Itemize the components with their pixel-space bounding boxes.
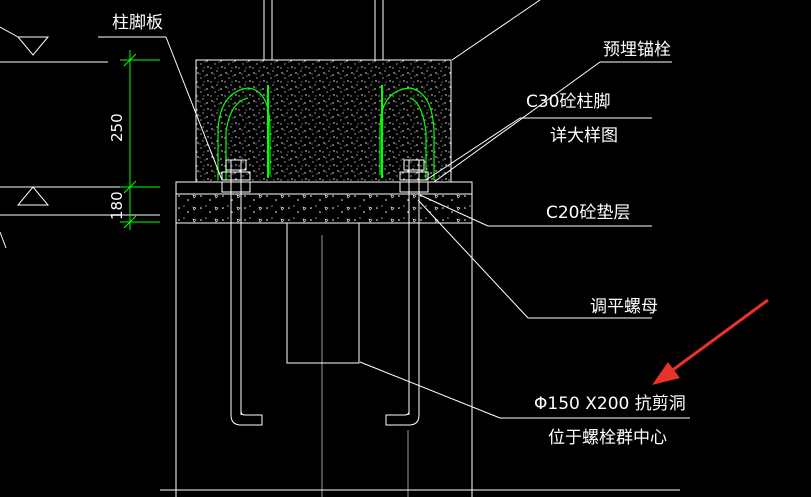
anchor-bolt-left xyxy=(221,159,263,426)
lower-footing-outline xyxy=(160,222,680,497)
rebar-bars xyxy=(267,85,383,178)
column-lines xyxy=(263,0,384,60)
label-c30-base-line2: 详大样图 xyxy=(550,126,618,146)
shear-hole xyxy=(286,222,360,364)
c20-pad-layer xyxy=(175,193,473,224)
leader-lines xyxy=(98,0,690,419)
label-leveling-nut: 调平螺母 xyxy=(590,297,658,317)
label-anchor-bolt: 预埋锚栓 xyxy=(603,40,671,60)
label-c30-base-line1: C30砼柱脚 xyxy=(526,92,611,112)
dimension-180: 180 xyxy=(108,191,126,220)
anchor-bolt-right xyxy=(385,159,429,426)
label-shear-hole-line2: 位于螺栓群中心 xyxy=(548,428,667,448)
hidden-lines xyxy=(321,235,409,497)
red-pointer-arrow xyxy=(652,298,769,385)
label-shear-hole-line1: Φ150 X200 抗剪洞 xyxy=(534,394,686,414)
label-c20-pad: C20砼垫层 xyxy=(546,203,631,223)
c30-concrete-block xyxy=(195,59,452,183)
label-column-plate: 柱脚板 xyxy=(112,13,163,33)
dimension-250: 250 xyxy=(108,113,126,142)
dimension-lines xyxy=(120,50,160,230)
